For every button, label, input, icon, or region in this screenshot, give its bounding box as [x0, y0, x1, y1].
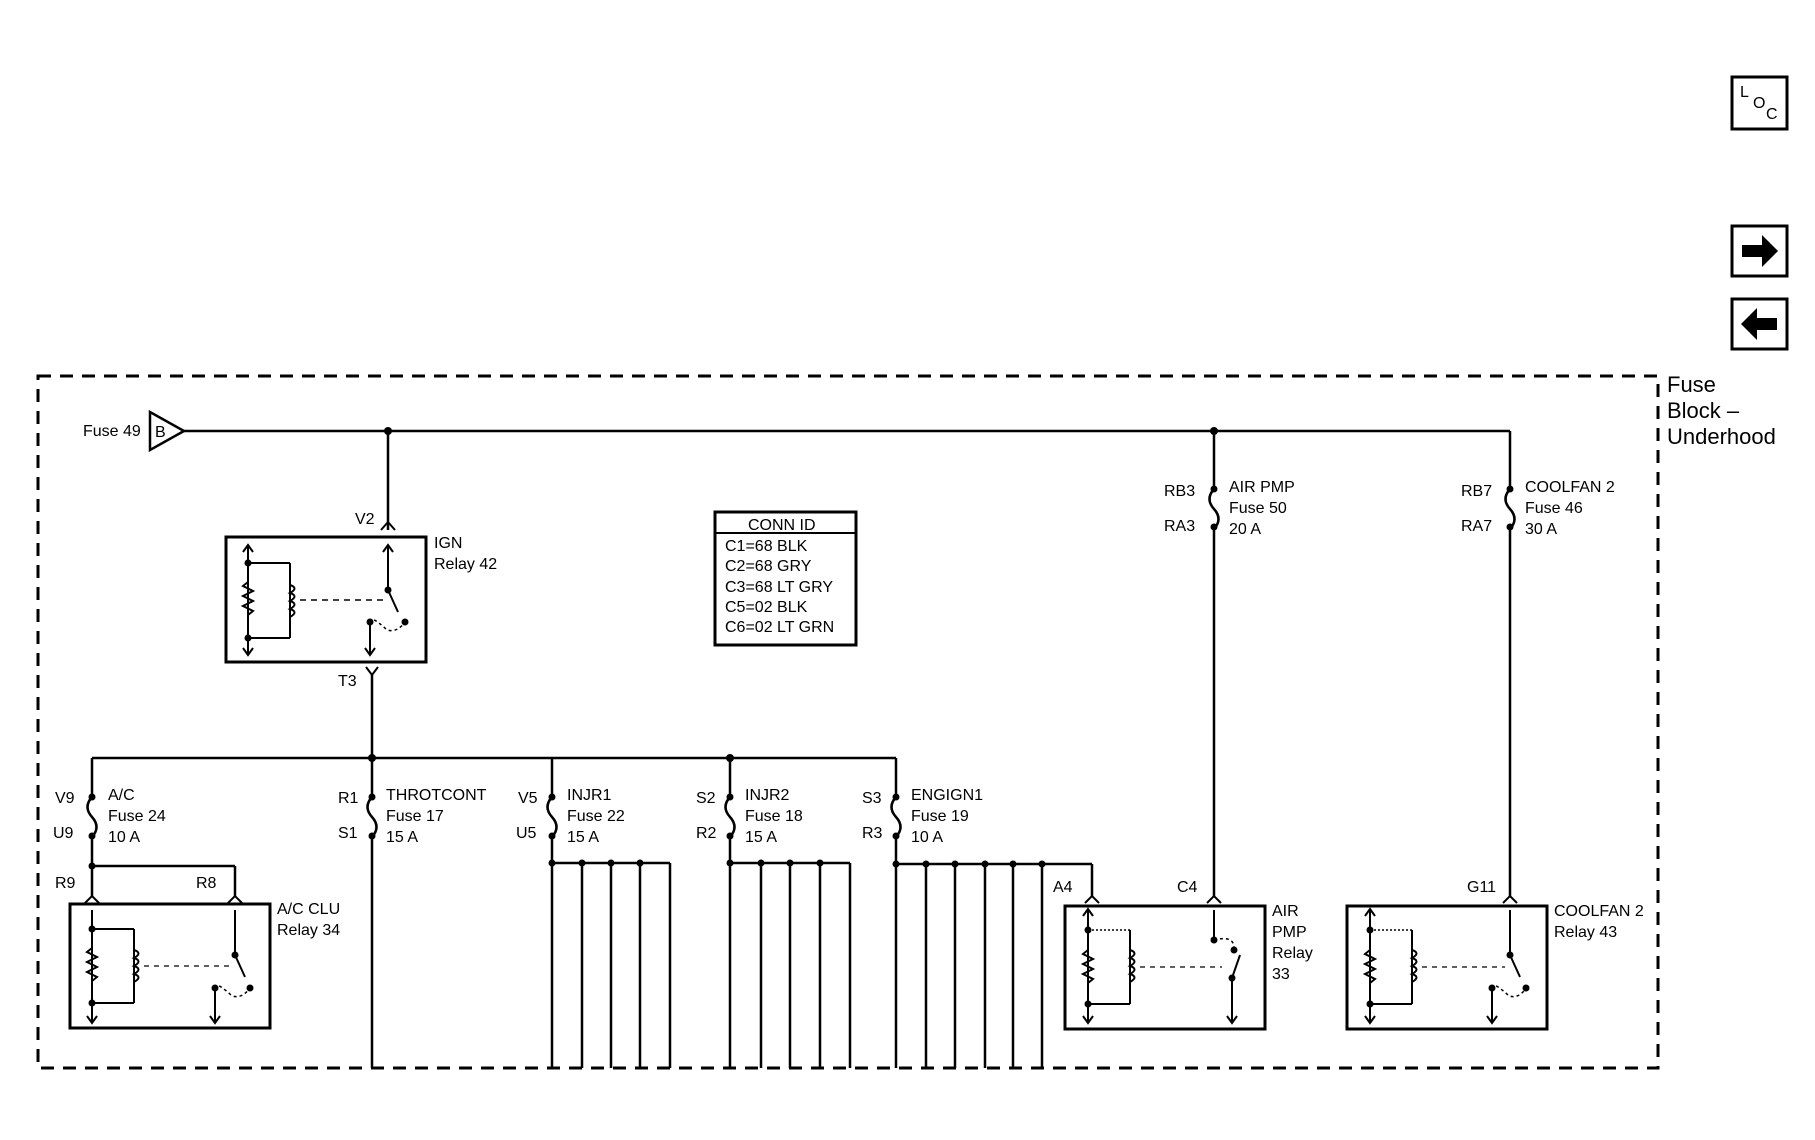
- arrow-right-icon: [1742, 235, 1778, 267]
- fuse-air-pmp-name: AIR PMP: [1229, 479, 1295, 496]
- feed-connector-symbol: [148, 409, 187, 453]
- fuse-air-pmp-top-pin: RB3: [1164, 483, 1195, 500]
- fuse-injr1-rating: 15 A: [567, 829, 599, 846]
- fuse-injr1-name: INJR1: [567, 787, 612, 804]
- conn-id-row: C2=68 GRY: [725, 558, 812, 575]
- air-relay-pin-a: A4: [1053, 879, 1073, 896]
- fuse-ac-name: A/C: [108, 787, 135, 804]
- fuse-air-pmp-rating: 20 A: [1229, 521, 1261, 538]
- fuse-air-pmp-number: Fuse 50: [1229, 500, 1287, 517]
- fuse-injr2-top-pin: S2: [696, 790, 716, 807]
- fuse-throtcont: [366, 758, 378, 1068]
- fuse-ac-top-pin: V9: [55, 790, 75, 807]
- fuse-coolfan2: [1502, 431, 1518, 904]
- fuse-air-pmp: [1206, 431, 1222, 904]
- ac-relay-name-line1: A/C CLU: [277, 901, 340, 918]
- fuse-injr1: [546, 758, 672, 1068]
- fuse-throtcont-bottom-pin: S1: [338, 825, 358, 842]
- fuse-ac-rating: 10 A: [108, 829, 140, 846]
- conn-id-row: C1=68 BLK: [725, 538, 808, 555]
- feed-connector-label: B: [155, 424, 166, 441]
- fuse-air-pmp-bottom-pin: RA3: [1164, 518, 1195, 535]
- ign-relay: [224, 535, 428, 664]
- loc-letter-o: O: [1753, 95, 1765, 112]
- fuse-coolfan2-bottom-pin: RA7: [1461, 518, 1492, 535]
- conn-id-title: CONN ID: [748, 517, 816, 534]
- fuse-ac: [86, 758, 98, 896]
- fuse-injr2-bottom-pin: R2: [696, 825, 717, 842]
- coolfan-relay-name-line1: COOLFAN 2: [1554, 903, 1644, 920]
- loc-letter-l: L: [1740, 84, 1749, 101]
- block-label-line1: Fuse: [1667, 372, 1716, 397]
- conn-id-row: C6=02 LT GRN: [725, 619, 834, 636]
- fuse-ac-bottom-pin: U9: [53, 825, 74, 842]
- fuse-throtcont-rating: 15 A: [386, 829, 418, 846]
- fuse-ac-number: Fuse 24: [108, 808, 166, 825]
- fuse-engign1-bottom-pin: R3: [862, 825, 883, 842]
- air-pmp-relay: [1063, 904, 1267, 1031]
- ac-relay-name-line2: Relay 34: [277, 922, 340, 939]
- fuse-engign1-rating: 10 A: [911, 829, 943, 846]
- coolfan-relay-pin: G11: [1467, 879, 1496, 896]
- fuse-coolfan2-name: COOLFAN 2: [1525, 479, 1615, 496]
- fuse-injr1-bottom-pin: U5: [516, 825, 537, 842]
- fuse-block-boundary: [36, 374, 1660, 1070]
- arrow-left-icon: [1741, 308, 1777, 340]
- fuse-coolfan2-rating: 30 A: [1525, 521, 1557, 538]
- fuse-throtcont-top-pin: R1: [338, 790, 359, 807]
- fuse-injr1-number: Fuse 22: [567, 808, 625, 825]
- coolfan-relay-name-line2: Relay 43: [1554, 924, 1617, 941]
- ac-relay-pin-b: R8: [196, 875, 217, 892]
- conn-id-table: CONN ID C1=68 BLK C2=68 GRY C3=68 LT GRY…: [713, 510, 858, 647]
- ac-relay-pin-a: R9: [55, 875, 76, 892]
- block-label-line3: Underhood: [1667, 424, 1776, 449]
- next-page-button[interactable]: [1730, 224, 1789, 278]
- fuse-injr1-top-pin: V5: [518, 790, 538, 807]
- conn-id-row: C5=02 BLK: [725, 599, 808, 616]
- fuse-injr2-number: Fuse 18: [745, 808, 803, 825]
- block-label-line2: Block –: [1667, 398, 1740, 423]
- previous-page-button[interactable]: [1730, 297, 1789, 351]
- air-relay-name-line3: Relay: [1272, 945, 1313, 962]
- fuse-coolfan2-number: Fuse 46: [1525, 500, 1583, 517]
- fuse-coolfan2-top-pin: RB7: [1461, 483, 1492, 500]
- location-button[interactable]: L O C: [1730, 75, 1789, 131]
- ign-name-line1: IGN: [434, 535, 462, 552]
- fuse-throtcont-number: Fuse 17: [386, 808, 444, 825]
- fuse-injr2: [724, 758, 852, 1068]
- fuse-injr2-rating: 15 A: [745, 829, 777, 846]
- feed-label: Fuse 49: [83, 423, 141, 440]
- fuse-engign1-number: Fuse 19: [911, 808, 969, 825]
- ign-in-pin: V2: [355, 511, 375, 528]
- ac-clu-relay: [68, 902, 272, 1030]
- conn-id-row: C3=68 LT GRY: [725, 579, 833, 596]
- coolfan2-relay: [1345, 904, 1549, 1031]
- fuse-engign1-name: ENGIGN1: [911, 787, 983, 804]
- air-relay-name-line2: PMP: [1272, 924, 1307, 941]
- fuse-engign1: [890, 758, 1100, 1068]
- fuse-engign1-top-pin: S3: [862, 790, 882, 807]
- ign-name-line2: Relay 42: [434, 556, 497, 573]
- ign-out-pin: T3: [338, 673, 357, 690]
- fuse-injr2-name: INJR2: [745, 787, 790, 804]
- loc-letter-c: C: [1766, 106, 1778, 123]
- air-relay-pin-b: C4: [1177, 879, 1198, 896]
- air-relay-name-line1: AIR: [1272, 903, 1299, 920]
- fuse-throtcont-name: THROTCONT: [386, 787, 487, 804]
- air-relay-name-line4: 33: [1272, 966, 1290, 983]
